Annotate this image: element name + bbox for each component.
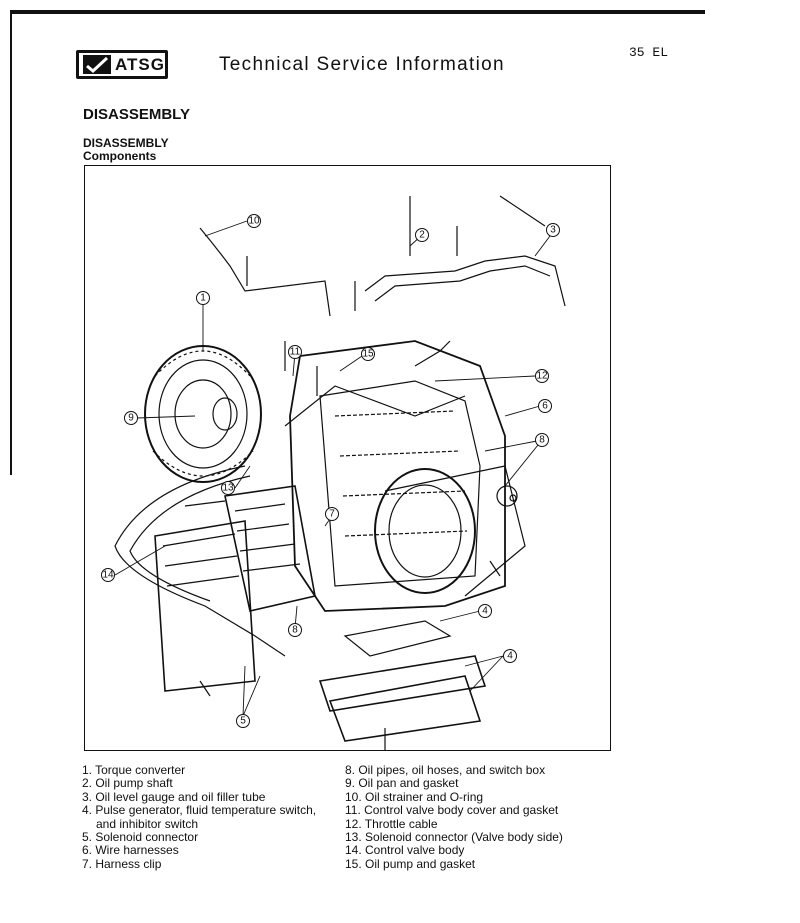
transmission-case-drawing bbox=[289, 340, 506, 612]
legend-item: 5. Solenoid connector bbox=[82, 830, 199, 845]
callout-8a: 2 bbox=[419, 230, 425, 241]
callout-2: 9 bbox=[128, 413, 134, 424]
legend-item: 11. Control valve body cover and gasket bbox=[345, 803, 559, 818]
transmission-illustration: 1 9 10 11 12 13 14 15 2 3 4 4 5 6 7 8 8 bbox=[101, 195, 566, 750]
callout-13: 7 bbox=[329, 509, 335, 520]
callout-1: 1 bbox=[200, 293, 206, 304]
left-rule bbox=[10, 10, 12, 475]
legend-item: 10. Oil strainer and O-ring bbox=[345, 789, 484, 804]
logo-text: ATSG bbox=[115, 54, 165, 74]
legend-item: 1. Torque converter bbox=[82, 763, 186, 777]
callout-12: 6 bbox=[542, 401, 548, 412]
callout-3: 10 bbox=[248, 216, 260, 227]
page-number: 35 EL bbox=[629, 45, 669, 60]
legend-right: 8. Oil pipes, oil hoses, and switch box … bbox=[345, 763, 615, 871]
legend-item: 13. Solenoid connector (Valve body side) bbox=[345, 830, 563, 845]
oil-pan-drawing bbox=[318, 620, 487, 750]
legend-left: 1. Torque converter 2. Oil pump shaft 3.… bbox=[82, 763, 342, 871]
legend-item: 9. Oil pan and gasket bbox=[345, 776, 459, 791]
oil-pipes-drawing bbox=[199, 195, 566, 367]
legend-item: 7. Harness clip bbox=[82, 856, 162, 871]
callout-7: 15 bbox=[362, 349, 374, 360]
callout-14: 8 bbox=[292, 625, 298, 636]
callout-5: 13 bbox=[222, 483, 234, 494]
legend-item: 2. Oil pump shaft bbox=[82, 776, 173, 791]
callout-8b: 3 bbox=[550, 225, 556, 236]
legend-item: 3. Oil level gauge and oil filler tube bbox=[82, 789, 266, 804]
legend-item: 15. Oil pump and gasket bbox=[345, 856, 476, 871]
leader-lines bbox=[114, 220, 551, 717]
valve-body-drawing bbox=[154, 485, 316, 692]
callout-4b: 12 bbox=[536, 371, 548, 382]
wire-harness-drawing bbox=[114, 385, 466, 657]
callout-6: 14 bbox=[102, 570, 114, 581]
bolts-drawing bbox=[184, 226, 501, 697]
legend-item-continuation: and inhibitor switch bbox=[96, 816, 199, 831]
callout-9: 4 bbox=[507, 651, 513, 662]
callout-4a: 11 bbox=[290, 347, 301, 358]
top-rule bbox=[10, 10, 705, 14]
exploded-diagram: 1 9 10 11 12 13 14 15 2 3 4 4 5 6 7 8 8 bbox=[84, 165, 611, 751]
callout-11: 5 bbox=[240, 716, 246, 727]
callout-10: 4 bbox=[482, 606, 488, 617]
oil-pump-housing-drawing bbox=[374, 465, 526, 597]
legend-item: 8. Oil pipes, oil hoses, and switch box bbox=[345, 763, 546, 777]
figure-heading: DISASSEMBLY bbox=[83, 136, 169, 150]
page-title: Technical Service Information bbox=[219, 54, 505, 75]
atsg-logo: ATSG bbox=[76, 50, 168, 79]
callout-15: 8 bbox=[539, 435, 545, 446]
legend-item: 4. Pulse generator, fluid temperature sw… bbox=[82, 803, 317, 818]
legend-item: 14. Control valve body bbox=[345, 843, 465, 858]
section-heading: DISASSEMBLY bbox=[83, 106, 190, 123]
logo-check-icon bbox=[83, 55, 111, 74]
legend-item: 12. Throttle cable bbox=[345, 816, 438, 831]
torque-converter-drawing bbox=[144, 345, 262, 483]
legend-item: 6. Wire harnesses bbox=[82, 843, 179, 858]
figure-subheading: Components bbox=[83, 149, 157, 163]
